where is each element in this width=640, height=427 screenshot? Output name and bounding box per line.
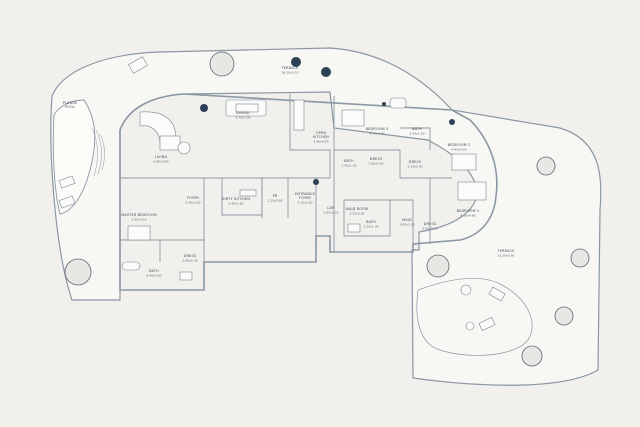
room-dims-dirty-kitchen: 2.40x2.80 bbox=[228, 202, 243, 206]
room-dims-entrance-foyer: 2.10x2.80 bbox=[297, 201, 312, 205]
room-dims-maid-bath: 1.35x1.35 bbox=[363, 225, 378, 229]
room-label-master-bedroom: MASTER BEDROOM bbox=[121, 213, 157, 217]
room-dims-pr: 2.10x2.80 bbox=[267, 199, 282, 203]
landscape bbox=[64, 51, 590, 367]
room-label-foyer: FOYER bbox=[187, 196, 199, 200]
room-dims-bedroom-1: 4.30x4.80 bbox=[460, 214, 475, 218]
room-label-maid-2: MAID bbox=[402, 218, 412, 222]
room-dims-ldr: 1.65x1.25 bbox=[323, 211, 338, 215]
room-label-ldr: LDR bbox=[327, 206, 335, 210]
room-dims-dress-master: 2.80x2.30 bbox=[182, 259, 197, 263]
room-label-bath-master: BATH bbox=[149, 269, 159, 273]
room-label-bath-2: BATH bbox=[344, 159, 354, 163]
room-label-open-kitchen: KITCHEN bbox=[313, 135, 329, 139]
room-dims-living: 6.80x4.80 bbox=[153, 160, 168, 164]
room-label-entrance-foyer: ENTRANCE bbox=[295, 192, 315, 196]
room-dims-master-bedroom: 4.30x4.10 bbox=[131, 218, 146, 222]
room-label-bedroom-3: BEDROOM 3 bbox=[366, 127, 389, 131]
room-label-maid-room: MAID ROOM bbox=[346, 207, 368, 211]
room-label-dining: DINING bbox=[236, 111, 250, 115]
room-label-terrace-top: TERRACE bbox=[281, 66, 299, 70]
room-dims-maid-room: 3.35x2.85 bbox=[349, 212, 364, 216]
room-dims-dress-3: 2.65x3.50 bbox=[422, 227, 437, 231]
furniture bbox=[58, 56, 506, 331]
room-dims-dining: 4.70x7.05 bbox=[235, 116, 250, 120]
room-dims-bath-2: 2.45x1.90 bbox=[341, 164, 356, 168]
room-dims-bedroom-2: 4.40x4.40 bbox=[451, 148, 466, 152]
room-label-dress-2: DRESS bbox=[409, 160, 421, 164]
room-label-dress-3: DRESS bbox=[424, 222, 436, 226]
room-dims-dress-2: 2.10x2.40 bbox=[407, 165, 422, 169]
room-label-bath-1: BATH bbox=[412, 127, 422, 131]
interior-walls bbox=[120, 94, 452, 262]
room-dims-bath-master: 4.40x2.80 bbox=[146, 274, 161, 278]
room-label-open-kitchen: OPEN bbox=[316, 131, 326, 135]
room-label-dirty-kitchen: DIRTY KITCHEN bbox=[222, 197, 250, 201]
room-label-bedroom-1: BEDROOM 1 bbox=[457, 209, 480, 213]
room-dims-bedroom-3: 4.75x4.40 bbox=[369, 132, 384, 136]
room-dims-open-kitchen: 3.40x4.50 bbox=[313, 140, 328, 144]
room-labels: TERRACE38.10x3.10PLUNGEPOOLDINING4.70x7.… bbox=[63, 66, 515, 278]
room-dims-terrace-top: 38.10x3.10 bbox=[281, 71, 298, 75]
room-label-plunge-pool: POOL bbox=[65, 105, 75, 109]
building-outline bbox=[119, 93, 498, 291]
room-label-entrance-foyer: FOYER bbox=[299, 196, 311, 200]
room-dims-bath-1: 3.50x1.50 bbox=[409, 132, 424, 136]
room-label-living: LIVING bbox=[155, 155, 168, 159]
room-dims-dress-1: 2.80x2.40 bbox=[368, 162, 383, 166]
room-label-plunge-pool: PLUNGE bbox=[63, 101, 78, 105]
room-label-bedroom-2: BEDROOM 2 bbox=[448, 143, 471, 147]
room-dims-maid-2: 2.80x1.50 bbox=[399, 223, 414, 227]
room-label-dress-1: DRESS bbox=[370, 157, 382, 161]
room-dims-terrace-right: 15.25x8.85 bbox=[497, 254, 514, 258]
room-label-dress-master: DRESS bbox=[184, 254, 196, 258]
room-label-maid-bath: BATH bbox=[366, 220, 376, 224]
room-label-pr: PR bbox=[273, 194, 278, 198]
room-dims-foyer: 2.40x2.20 bbox=[185, 201, 200, 205]
room-label-terrace-right: TERRACE bbox=[497, 249, 515, 253]
pool-steps bbox=[91, 127, 105, 177]
